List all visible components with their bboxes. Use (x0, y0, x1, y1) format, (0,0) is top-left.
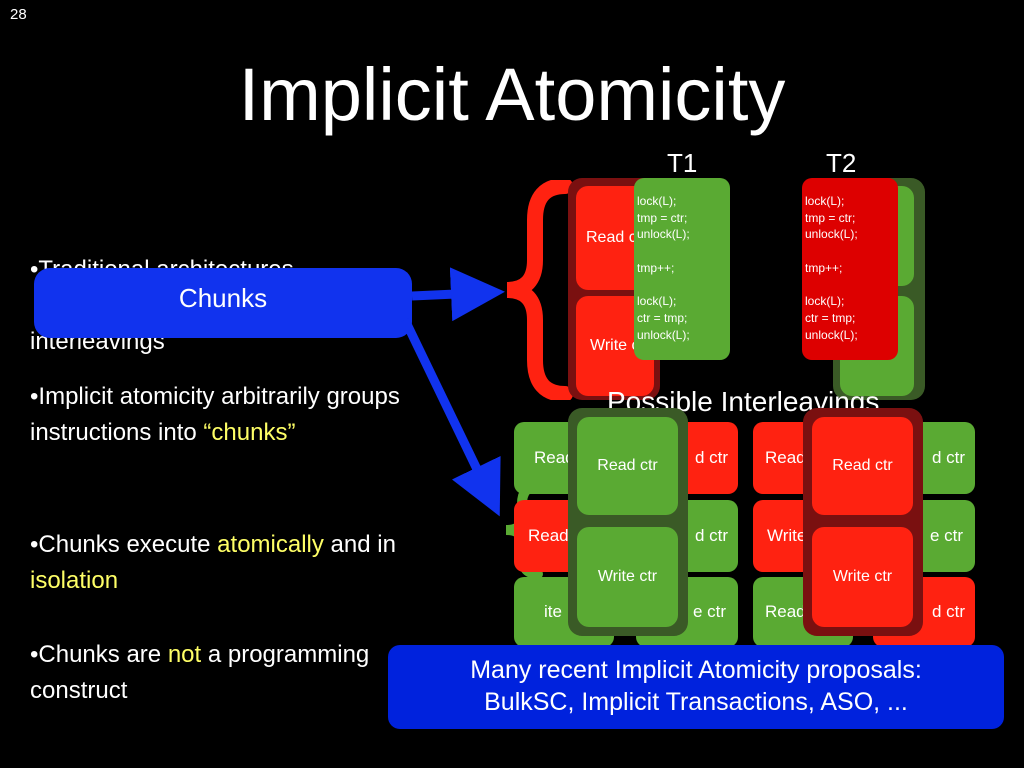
bullet-2-highlight: “chunks” (203, 419, 296, 446)
bullet-3-highlight-isolation: isolation (30, 567, 119, 594)
grid-left-row1-a-text: Read (534, 448, 575, 467)
bullet-3-highlight-atomically: atomically (217, 531, 324, 558)
grid-left-row3-a-text: ite (544, 602, 562, 621)
grid-right-row3-f-text: d ctr (931, 602, 965, 621)
bullet-4-end: a programming construct (30, 641, 370, 704)
grid-left-row1-c-text: d ctr (694, 448, 728, 467)
grid-right-write-label: Write ctr (832, 568, 893, 585)
t2-code-card: lock(L); tmp = ctr; unlock(L); tmp++; lo… (802, 178, 898, 360)
t1-read-label: Read ctr (586, 229, 647, 246)
t1-code-card: lock(L); tmp = ctr; unlock(L); tmp++; lo… (634, 178, 730, 360)
bullet-4-highlight: not (167, 641, 202, 668)
grid-right-row1-f-text: d ctr (931, 448, 965, 467)
grid-right-row2-f-text: e ctr (929, 526, 963, 545)
grid-right-row1-d-text: Read (765, 448, 806, 467)
proposals-line-2: BulkSC, Implicit Transactions, ASO, ... (484, 688, 908, 716)
proposals-line-1: Many recent Implicit Atomicity proposals… (470, 656, 922, 684)
bullet-not-construct: •Chunks are not a programming construct (30, 637, 410, 709)
bullet-implicit-atomicity: •Implicit atomicity arbitrarily groups i… (30, 379, 410, 451)
chunks-callout: Chunks (34, 268, 412, 338)
grid-left-row3-c-text: e ctr (692, 602, 726, 621)
thread-label-t2: T2 (826, 148, 857, 178)
bullet-chunks-execute: •Chunks execute atomically and in isolat… (30, 527, 410, 599)
grid-left-write-label: Write ctr (597, 568, 658, 585)
grid-right-read-block: Read ctr (812, 417, 913, 515)
bullet-3-text: •Chunks execute (30, 531, 218, 558)
arrow-down-icon (400, 318, 501, 517)
grid-left-row2-c-text: d ctr (694, 526, 728, 545)
grid-right-read-label: Read ctr (832, 457, 893, 474)
grid-right-row3-d-text: Read (765, 602, 806, 621)
grid-right-write-block: Write ctr (812, 527, 913, 627)
grid-right-row2-d-text: Write (767, 526, 807, 545)
red-brace-icon (506, 180, 573, 400)
bullet-4-text: •Chunks are (30, 641, 168, 668)
proposals-callout: Many recent Implicit Atomicity proposals… (388, 645, 1004, 729)
grid-left-row2-a-text: Read (528, 526, 569, 545)
arrow-right-icon (411, 267, 505, 322)
grid-left-read-block: Read ctr (577, 417, 678, 515)
bullet-2-text: •Implicit atomicity arbitrarily groups i… (30, 383, 400, 446)
grid-left-read-label: Read ctr (597, 457, 658, 474)
chunks-label: Chunks (178, 282, 268, 313)
grid-left-write-block: Write ctr (577, 527, 678, 627)
thread-label-t1: T1 (667, 148, 698, 178)
bullet-3-middle: and in (323, 531, 396, 558)
slide-number: 28 (10, 6, 27, 23)
slide-title: Implicit Atomicity (238, 53, 786, 136)
